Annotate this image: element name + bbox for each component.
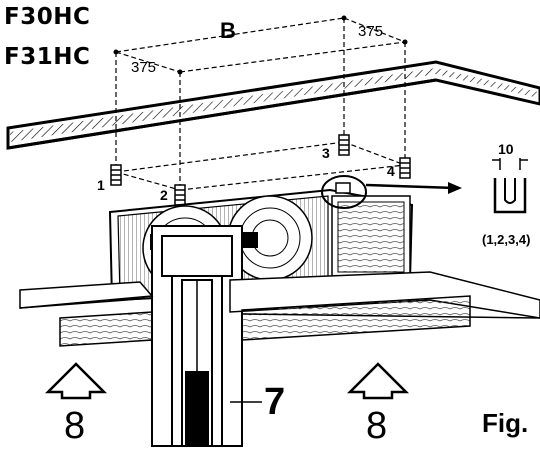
bracket-detail bbox=[492, 158, 528, 214]
bolt-1 bbox=[110, 164, 122, 186]
dimension-dots bbox=[113, 15, 408, 75]
point-1-label: 1 bbox=[97, 177, 105, 193]
dimension-lines bbox=[115, 17, 406, 191]
hanging-bolts bbox=[110, 134, 411, 206]
bolt-3 bbox=[338, 134, 350, 156]
airflow-arrows bbox=[44, 362, 410, 400]
model-label-f30hc: F30HC bbox=[4, 4, 91, 30]
figure-label: Fig. bbox=[482, 408, 528, 438]
dimension-left-offset: 375 bbox=[131, 59, 156, 76]
bolt-4 bbox=[399, 157, 411, 179]
arrow-up-right bbox=[346, 362, 410, 400]
callout-7: 7 bbox=[264, 381, 285, 423]
point-2-label: 2 bbox=[160, 187, 168, 203]
dimension-right-offset: 375 bbox=[358, 23, 383, 40]
bolt-2 bbox=[174, 184, 186, 206]
bracket-width-label: 10 bbox=[498, 141, 514, 157]
ceiling-slab bbox=[6, 60, 540, 150]
model-label-f31hc: F31HC bbox=[4, 44, 91, 70]
point-4-label: 4 bbox=[387, 163, 395, 179]
lift-device bbox=[151, 225, 243, 447]
detail-pointer bbox=[365, 182, 462, 194]
false-ceiling bbox=[19, 271, 540, 347]
detail-points-label: (1,2,3,4) bbox=[482, 232, 530, 247]
callout-8-left: 8 bbox=[64, 405, 85, 447]
arrow-up-left bbox=[44, 362, 108, 400]
point-3-label: 3 bbox=[322, 145, 330, 161]
dimension-b-label: B bbox=[220, 18, 236, 43]
callout-8-right: 8 bbox=[366, 405, 387, 447]
